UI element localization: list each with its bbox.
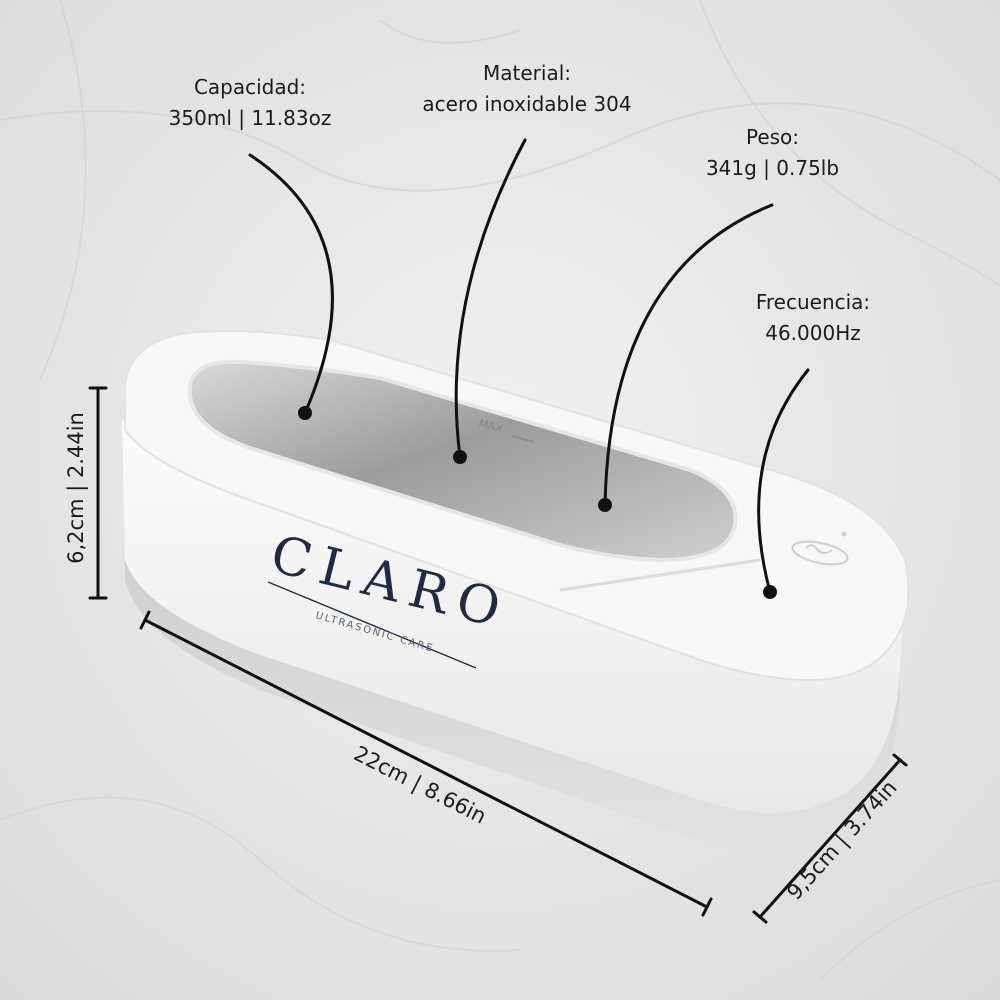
max-line [511,435,535,443]
callout-lines [248,138,810,594]
frequency-leader [757,368,810,594]
width-dimension-line [752,753,908,924]
frequency-label: Frecuencia: 46.000Hz [728,287,898,349]
capacity-leader [248,153,334,415]
paper-wrinkles [0,0,1000,981]
weight-dot [598,498,612,512]
weight-leader [603,203,774,507]
height-dimension-line [88,386,108,600]
callout-dots [298,406,777,599]
frequency-dot [763,585,777,599]
frequency-title: Frecuencia: [755,290,871,314]
material-label: Material: acero inoxidable 304 [392,58,662,120]
material-leader [454,138,527,459]
brand-underline [267,581,477,669]
weight-title: Peso: [745,125,800,149]
power-button-icon[interactable] [791,537,850,568]
material-dot [453,450,467,464]
weight-value: 341g | 0.75lb [705,156,840,180]
length-dimension-line [139,610,713,917]
capacity-title: Capacidad: [193,75,307,99]
capacity-dot [298,406,312,420]
lid-rim [559,558,761,592]
indicator-light [841,531,847,537]
weight-label: Peso: 341g | 0.75lb [680,122,865,184]
dimension-lines [88,386,908,924]
material-value: acero inoxidable 304 [422,92,632,116]
capacity-label: Capacidad: 350ml | 11.83oz [140,72,360,134]
material-title: Material: [483,61,571,85]
capacity-value: 350ml | 11.83oz [168,106,332,130]
height-dimension-label: 6,2cm | 2.44in [64,412,88,564]
frequency-value: 46.000Hz [765,321,861,345]
